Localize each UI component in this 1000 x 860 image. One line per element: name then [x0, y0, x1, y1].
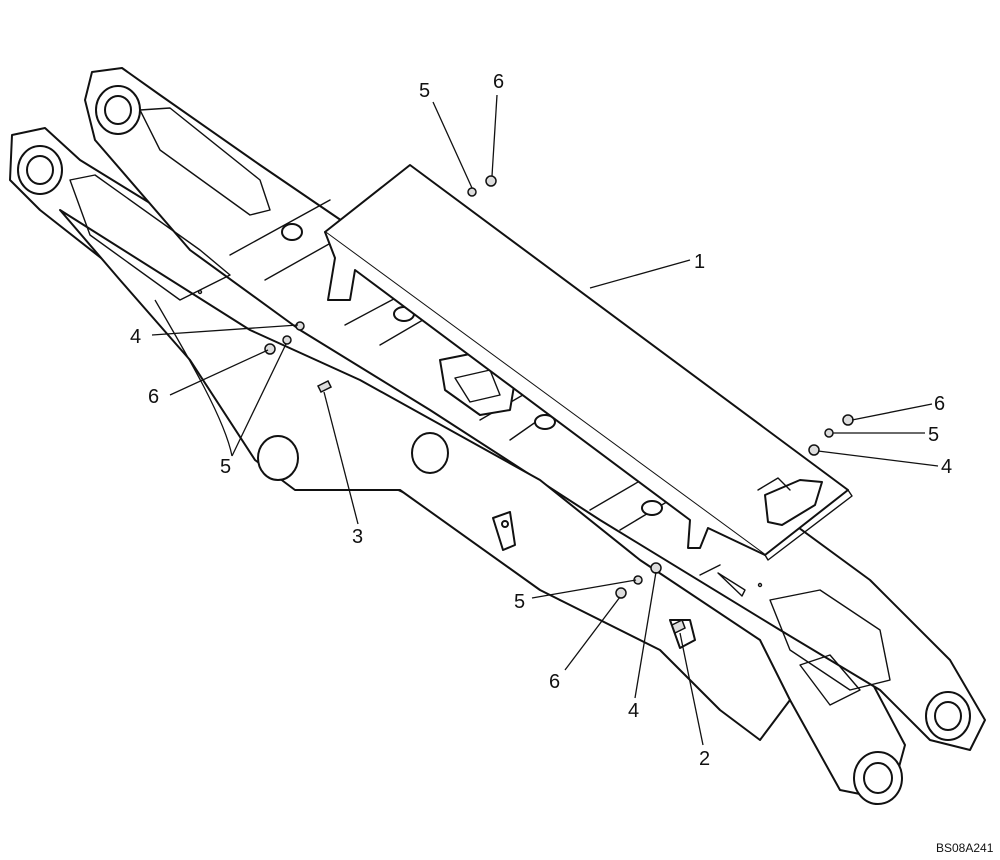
callout-5-right: 5	[928, 424, 939, 446]
callout-6-right: 6	[934, 393, 945, 415]
hardware	[264, 175, 854, 635]
callouts: 1 2 3 4 4 4 5 5 5 5 6 6 6 6	[130, 71, 952, 770]
leader-lines	[151, 94, 939, 746]
callout-4-right: 4	[941, 456, 952, 478]
pivot-bushings	[17, 85, 971, 805]
callout-2: 2	[699, 748, 710, 770]
callout-5-top: 5	[419, 80, 430, 102]
callout-5-bottom: 5	[514, 591, 525, 613]
callout-6-top: 6	[493, 71, 504, 93]
callout-1: 1	[694, 251, 705, 273]
callout-4-bottom: 4	[628, 700, 639, 722]
callout-6-bottom: 6	[549, 671, 560, 693]
callout-4-left: 4	[130, 326, 141, 348]
callout-6-left: 6	[148, 386, 159, 408]
cover-plate	[324, 164, 853, 561]
callout-3: 3	[352, 526, 363, 548]
callout-5-left: 5	[220, 456, 231, 478]
reference-code: BS08A241	[936, 841, 994, 855]
lift-arm-frame	[9, 67, 986, 801]
